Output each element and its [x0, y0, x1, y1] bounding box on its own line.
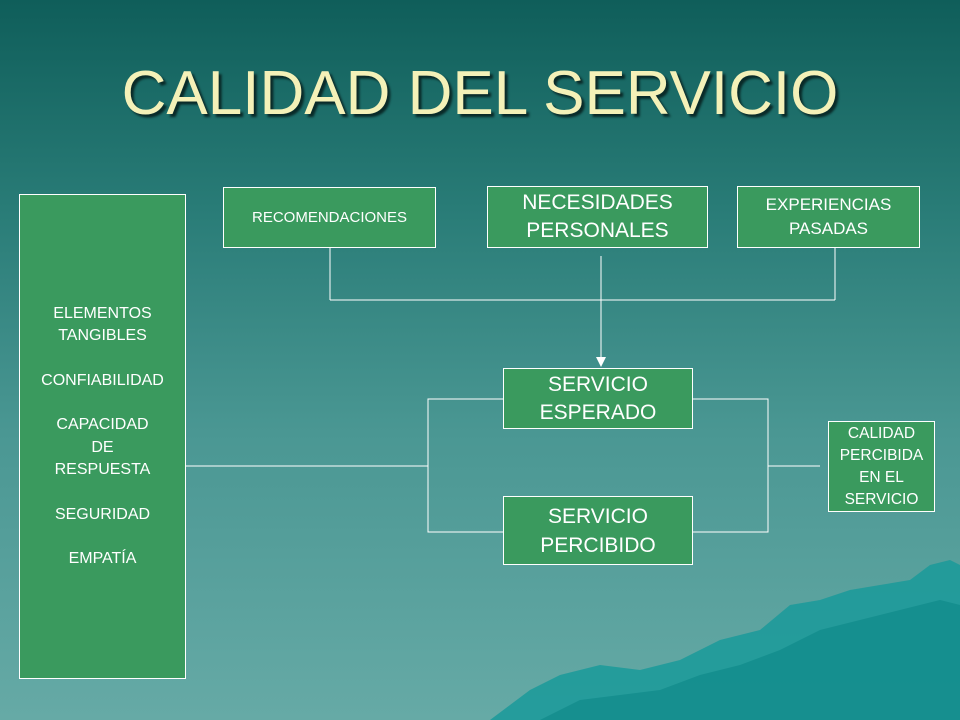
- recomendaciones-label: RECOMENDACIONES: [251, 208, 408, 226]
- recomendaciones-box: RECOMENDACIONES: [223, 187, 436, 248]
- elementos-box: ELEMENTOS TANGIBLES CONFIABILIDAD CAPACI…: [19, 194, 186, 679]
- necesidades-box: NECESIDADES PERSONALES: [487, 186, 708, 248]
- slide-title: CALIDAD DEL SERVICIO: [121, 59, 839, 128]
- elementos-line: RESPUESTA: [54, 461, 151, 478]
- calidad-percibida-label: SERVICIO: [844, 490, 919, 508]
- elementos-line: EMPATÍA: [68, 550, 137, 567]
- servicio-percibido-label: SERVICIO: [548, 504, 648, 528]
- elementos-line: CONFIABILIDAD: [41, 371, 164, 389]
- line-left-bracket: [427, 398, 503, 533]
- line-right-bracket: [693, 398, 769, 533]
- elementos-line: SEGURIDAD: [54, 505, 151, 523]
- servicio-esperado-label: SERVICIO: [548, 372, 648, 396]
- servicio-percibido-box: SERVICIO PERCIBIDO: [503, 496, 693, 565]
- calidad-percibida-label: PERCIBIDA: [839, 446, 924, 464]
- experiencias-label: EXPERIENCIAS: [765, 195, 892, 214]
- experiencias-label: PASADAS: [788, 219, 869, 238]
- servicio-esperado-box: SERVICIO ESPERADO: [503, 368, 693, 429]
- servicio-percibido-label: PERCIBIDO: [540, 533, 656, 557]
- calidad-percibida-label: CALIDAD: [847, 424, 916, 442]
- elementos-line: TANGIBLES: [58, 327, 147, 344]
- servicio-esperado-label: ESPERADO: [539, 400, 657, 424]
- necesidades-label: NECESIDADES: [522, 191, 673, 214]
- calidad-percibida-box: CALIDAD PERCIBIDA EN EL SERVICIO: [828, 421, 935, 512]
- necesidades-label: PERSONALES: [526, 219, 669, 242]
- experiencias-box: EXPERIENCIAS PASADAS: [737, 186, 920, 248]
- elementos-line: DE: [91, 438, 114, 456]
- elementos-line: ELEMENTOS: [53, 304, 152, 322]
- calidad-percibida-label: EN EL: [859, 468, 904, 486]
- elementos-line: CAPACIDAD: [56, 416, 149, 433]
